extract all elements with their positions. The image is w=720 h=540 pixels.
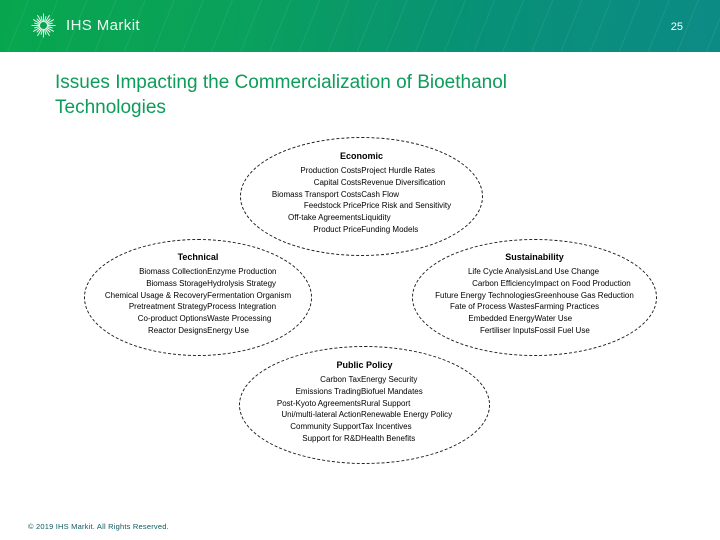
issue-item: Price Risk and Sensitivity (361, 201, 452, 211)
issue-item: Life Cycle Analysis (467, 267, 535, 276)
issue-item: Off-take Agreements (288, 213, 362, 223)
issue-item: Capital Costs (313, 177, 362, 187)
issue-item: Project Hurdle Rates (361, 166, 436, 175)
issue-item: Land Use Change (534, 267, 600, 276)
issue-item: Support for R&D (302, 433, 361, 443)
issue-item: Cash Flow (361, 189, 400, 199)
copyright-notice: © 2019 IHS Markit. All Rights Reserved. (28, 522, 169, 531)
header-bar: IHS Markit 25 (0, 0, 720, 52)
issue-item: Rural Support (360, 398, 411, 408)
slide-title: Issues Impacting the Commercialization o… (55, 72, 508, 118)
issue-item: Carbon Tax (320, 375, 361, 384)
issue-item: Embedded Energy (468, 314, 535, 324)
ihs-markit-starburst-icon (29, 11, 58, 40)
issue-item: Farming Practices (534, 302, 600, 312)
issue-item: Emissions Trading (295, 386, 361, 396)
issue-item: Fermentation Organism (207, 290, 292, 300)
issue-item: Water Use (534, 314, 573, 324)
issue-item: Future Energy Technologies (435, 290, 535, 300)
ihs-markit-logo: IHS Markit (29, 11, 140, 40)
issue-item: Pretreatment Strategy (128, 302, 208, 312)
group-title: Sustainability (505, 252, 564, 262)
issue-item: Process Integration (207, 302, 277, 312)
group-title: Technical (177, 252, 219, 262)
issue-item: Revenue Diversification (361, 177, 446, 187)
issue-item: Biofuel Mandates (360, 386, 423, 396)
issue-item: Impact on Food Production (534, 278, 631, 288)
issue-item: Biomass Collection (139, 267, 208, 276)
issue-item: Renewable Energy Policy (360, 410, 453, 420)
issue-item: Energy Security (360, 375, 418, 384)
issue-item: Health Benefits (360, 433, 416, 443)
issue-item: Community Support (290, 422, 361, 432)
issue-item: Fossil Fuel Use (534, 325, 590, 335)
issue-item: Reactor Designs (147, 325, 208, 335)
issue-item: Fertiliser Inputs (479, 325, 535, 335)
group-title: Economic (339, 151, 383, 161)
issue-item: Tax Incentives (360, 422, 412, 432)
issue-item: Fate of Process Wastes (450, 302, 535, 312)
issue-item: Carbon Efficiency (472, 278, 535, 288)
issue-item: Post-Kyoto Agreements (276, 398, 361, 408)
issue-item: Co-product Options (137, 314, 208, 324)
issue-item: Production Costs (300, 166, 362, 175)
issue-item: Liquidity (361, 213, 391, 223)
page-number: 25 (670, 21, 683, 33)
issue-item: Biomass Transport Costs (271, 189, 362, 199)
issue-item: Biomass Storage (146, 278, 208, 288)
issue-item: Energy Use (207, 325, 249, 335)
issue-item: Chemical Usage & Recovery (104, 290, 208, 300)
issue-item: Waste Processing (207, 314, 272, 324)
issue-item: Funding Models (361, 224, 419, 234)
issue-item: Hydrolysis Strategy (207, 278, 277, 288)
issue-item: Enzyme Production (207, 267, 277, 276)
issue-item: Product Price (313, 224, 362, 234)
logo-wordmark: IHS Markit (66, 17, 141, 34)
group-title: Public Policy (336, 360, 393, 370)
issue-item: Feedstock Price (303, 201, 362, 211)
issue-item: Greenhouse Gas Reduction (534, 290, 634, 300)
issue-item: Uni/multi-lateral Action (281, 410, 361, 420)
